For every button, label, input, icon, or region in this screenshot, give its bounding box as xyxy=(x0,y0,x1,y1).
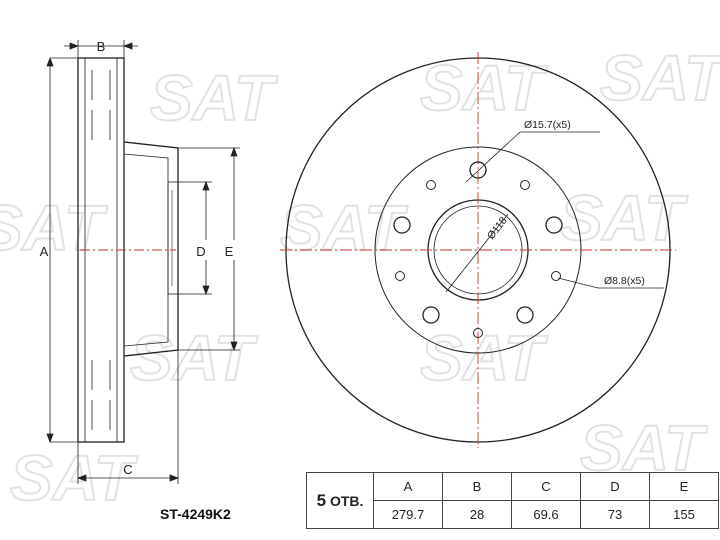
table-header-a: A xyxy=(373,472,443,501)
table-value-a: 279.7 xyxy=(373,500,443,529)
dimension-label-b: B xyxy=(97,39,106,54)
front-view xyxy=(280,52,676,448)
dimension-lines xyxy=(46,40,240,484)
large-bolt-holes xyxy=(393,161,563,324)
center-bore-label: Ø118 xyxy=(485,215,510,242)
table-header-d: D xyxy=(580,472,650,501)
table-value-b: 28 xyxy=(442,500,512,529)
vent-slots xyxy=(91,70,111,430)
svg-text:SAT: SAT xyxy=(600,42,720,114)
holes-count: 5 xyxy=(316,490,327,510)
svg-text:SAT: SAT xyxy=(420,322,548,394)
table-value-c: 69.6 xyxy=(511,500,581,529)
table-header-e: E xyxy=(649,472,719,501)
side-view xyxy=(77,57,179,443)
holes-cell: 5 ОТВ. xyxy=(306,472,374,529)
svg-text:SAT: SAT xyxy=(0,192,108,264)
leader-lines xyxy=(445,131,664,293)
svg-text:SAT: SAT xyxy=(560,182,688,254)
svg-text:SAT: SAT xyxy=(420,52,548,124)
table-header-row: 5 ОТВ. A B C D E xyxy=(306,472,719,529)
part-number: ST-4249K2 xyxy=(160,506,231,522)
dimension-label-e: E xyxy=(225,244,234,259)
table-value-e: 155 xyxy=(649,500,719,529)
table-value-d: 73 xyxy=(580,500,650,529)
small-holes-label: Ø8.8(x5) xyxy=(604,275,645,287)
table-header-b: B xyxy=(442,472,512,501)
front-center-lines xyxy=(280,52,676,448)
table-value-row: 279.7 28 69.6 73 155 xyxy=(307,500,719,529)
small-holes xyxy=(395,180,561,338)
dimension-label-c: C xyxy=(123,462,132,477)
svg-text:SAT: SAT xyxy=(130,322,258,394)
holes-unit: ОТВ. xyxy=(329,492,364,509)
large-holes-label: Ø15.7(x5) xyxy=(524,119,571,131)
dimension-label-a: A xyxy=(40,244,49,259)
svg-text:SAT: SAT xyxy=(280,192,408,264)
dimension-label-d: D xyxy=(196,244,205,259)
table-header-c: C xyxy=(511,472,581,501)
hub-face xyxy=(167,181,179,295)
svg-text:SAT: SAT xyxy=(150,62,278,134)
spec-table: 5 ОТВ. A B C D E 279.7 28 69.6 73 155 xyxy=(306,472,719,529)
